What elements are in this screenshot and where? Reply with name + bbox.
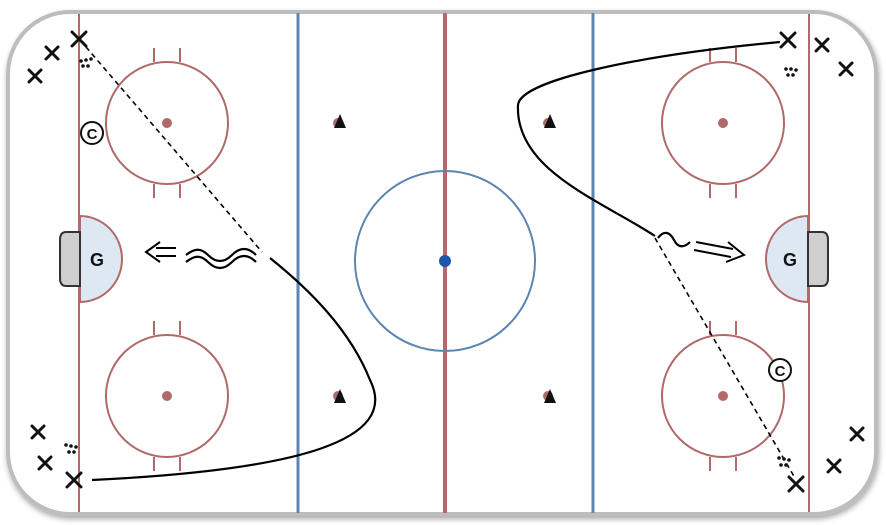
faceoff-circle-bottom-right (661, 321, 785, 471)
svg-text:C: C (87, 126, 98, 143)
puck-pile-icon (64, 443, 78, 454)
stickhandle-wiggle-right (657, 231, 691, 248)
cone-icon (334, 389, 346, 403)
skate-path-right (516, 40, 781, 237)
cone-icon (544, 389, 556, 403)
shot-arrow-icon (144, 241, 176, 263)
right-goal-net (807, 231, 829, 287)
left-goal-net (59, 231, 81, 287)
coach-icon: C (80, 121, 104, 145)
cone-icon (544, 114, 556, 128)
coach-icon: C (768, 358, 792, 382)
goalie-icon: G (90, 250, 104, 270)
right-goal-crease (765, 214, 809, 304)
faceoff-circle-bottom-left (105, 321, 229, 471)
skate-path-left (91, 257, 377, 482)
goalie-icon: G (783, 250, 797, 270)
pass-line-right (654, 237, 796, 479)
left-goal-crease (79, 214, 123, 304)
stickhandle-wiggle-left-2 (185, 254, 257, 270)
shot-arrow-icon (693, 241, 746, 263)
puck-pile-icon (79, 57, 93, 68)
pass-line-left (79, 39, 263, 253)
center-faceoff-dot (439, 255, 451, 267)
player-x-icon (27, 30, 865, 493)
faceoff-dot (162, 391, 172, 401)
faceoff-dot (162, 118, 172, 128)
stickhandle-wiggle-left (185, 247, 257, 263)
faceoff-circle-top-left (105, 48, 229, 198)
svg-text:C: C (775, 363, 786, 380)
faceoff-dot (718, 118, 728, 128)
center-circle (354, 170, 536, 352)
cone-icon (334, 114, 346, 128)
puck-pile-icon (784, 67, 798, 77)
faceoff-dot (718, 391, 728, 401)
puck-pile-icon (777, 456, 791, 467)
